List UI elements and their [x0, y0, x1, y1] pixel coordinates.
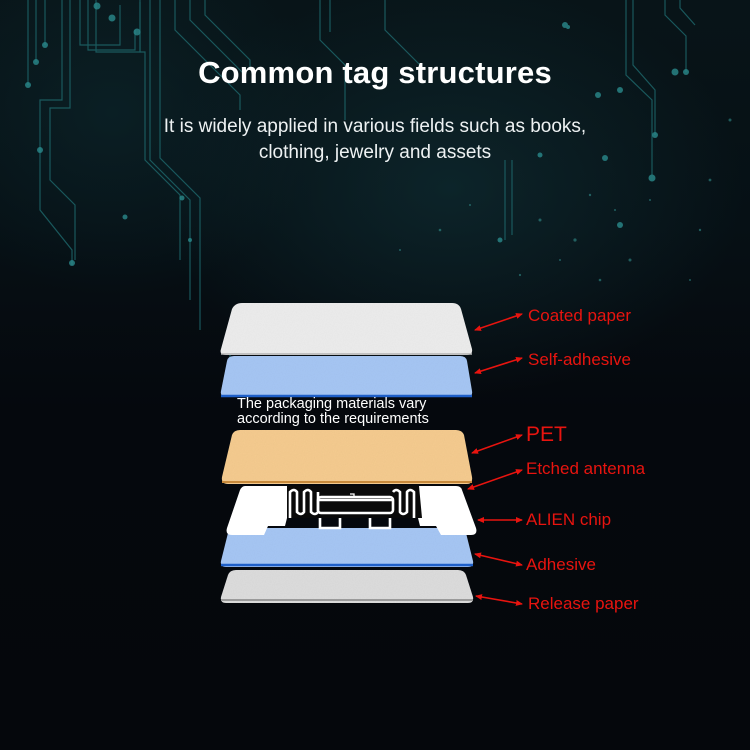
- alien-chip: [350, 493, 355, 498]
- label-pet: PET: [526, 423, 567, 446]
- label-alien-chip: ALIEN chip: [526, 510, 612, 529]
- page-title: Common tag structures: [198, 55, 552, 90]
- label-self-adhesive: Self-adhesive: [528, 350, 632, 369]
- callout-arrows: [467, 313, 523, 606]
- layer-adhesive: [220, 528, 474, 567]
- label-release-paper: Release paper: [528, 594, 639, 613]
- subtitle-line-1: It is widely applied in various fields s…: [163, 116, 587, 137]
- note-line-2: according to the requirements: [237, 411, 429, 427]
- layer-coated-paper: [220, 303, 473, 355]
- note-line-1: The packaging materials vary: [237, 396, 427, 412]
- label-coated-paper: Coated paper: [528, 306, 632, 325]
- layer-release-paper: [220, 570, 474, 603]
- page-subtitle: It is widely applied in various fields s…: [0, 114, 750, 166]
- packaging-note: The packaging materials vary according t…: [237, 397, 477, 427]
- subtitle-line-2: clothing, jewelry and assets: [258, 142, 492, 163]
- layer-pet: [221, 430, 473, 484]
- layer-self-adhesive: [220, 356, 473, 398]
- label-adhesive: Adhesive: [526, 555, 596, 574]
- layer-etched-antenna: [226, 486, 477, 535]
- label-etched-antenna: Etched antenna: [526, 459, 646, 478]
- antenna-trace: [288, 488, 416, 530]
